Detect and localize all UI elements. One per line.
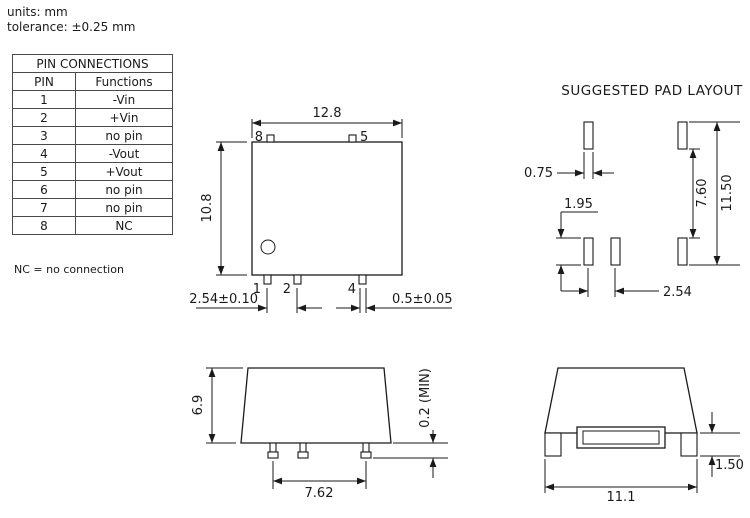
pad-pin2 [610,237,621,266]
pad-pin1 [583,237,594,266]
pad-length-dimension: 1.95 [556,197,598,291]
pad-pin8 [583,121,594,150]
pad-layout: SUGGESTED PAD LAYOUT 0.75 1.95 7.60 [524,83,743,300]
pad-pin4 [677,237,688,266]
pin-pitch-dim-label: 2.54±0.10 [189,292,258,307]
pin2-stub [293,274,302,285]
pin1-stub [263,274,272,285]
pad-width-dim-label: 0.75 [524,166,553,181]
package-outline-front [544,367,698,434]
function-cell: NC [75,216,173,235]
pin-width-dimension: 0.5±0.05 [336,288,453,313]
pad-pitch-dim-label: 2.54 [663,285,692,300]
row-span-dim-label: 7.60 [695,179,710,208]
pin8-label: 8 [255,130,263,145]
side-pin4 [362,442,370,453]
top-width-dim-label: 12.8 [313,106,342,121]
pad-pitch-dimension: 2.54 [561,268,692,300]
pin8-stub [266,134,275,143]
side-pin-span-dim-label: 7.62 [305,486,334,501]
front-left-foot [544,432,562,457]
top-height-dimension: 10.8 [200,141,247,276]
nc-note: NC = no connection [14,263,124,276]
table-row: 8 NC [12,216,173,235]
pin-connections-table: PIN CONNECTIONS PIN Functions 1 -Vin 2 +… [12,54,173,235]
front-view: 1.50 11.1 [544,367,744,505]
foot-height-dimension: 1.50 [700,412,744,477]
pad-pin5 [677,121,688,150]
pin4-stub [358,274,367,285]
function-cell: no pin [75,198,173,217]
standoff-dimension: 0.2 (MIN) [373,368,448,478]
pin4-label: 4 [348,282,356,297]
function-cell: -Vout [75,144,173,163]
side-pin-span-dimension: 7.62 [272,461,367,501]
side-pin1-foot [267,451,279,459]
package-outline-side [240,367,392,444]
pin5-label: 5 [360,130,368,145]
table-row: 3 no pin [12,126,173,145]
pin-pitch-dimension: 2.54±0.10 [189,288,322,313]
pin-width-dim-label: 0.5±0.05 [392,292,453,307]
pad-layout-title: SUGGESTED PAD LAYOUT [561,83,743,99]
connector-inner [582,430,660,445]
side-height-dimension: 6.9 [191,367,243,444]
table-row: 5 +Vout [12,162,173,181]
pin1-indicator [260,239,276,255]
standoff-dim-label: 0.2 (MIN) [418,368,433,428]
function-cell: no pin [75,180,173,199]
side-pin4-foot [360,451,372,459]
table-row: 6 no pin [12,180,173,199]
foot-height-dim-label: 1.50 [715,458,744,473]
top-view: 8 5 1 2 4 12.8 10.8 2.54±0.10 [189,106,453,313]
side-pin2-foot [297,451,309,459]
page-header: units: mm tolerance: ±0.25 mm [7,5,135,35]
top-width-dimension: 12.8 [251,106,403,138]
pad-length-dim-label: 1.95 [564,197,593,212]
package-outline-top [251,141,403,276]
pad-width-dimension: 0.75 [524,152,614,181]
front-right-foot [680,432,698,457]
front-width-dim-label: 11.1 [607,490,636,505]
overall-span-dim-label: 11.50 [720,174,735,211]
pin2-label: 2 [283,282,291,297]
pin5-stub [348,134,357,143]
side-pin1 [269,442,277,453]
function-cell: no pin [75,126,173,145]
side-height-dim-label: 6.9 [191,395,206,416]
front-width-dimension: 11.1 [544,459,698,505]
top-height-dim-label: 10.8 [200,194,215,223]
overall-span-dimension: 11.50 [689,121,740,266]
side-view: 6.9 0.2 (MIN) 7.62 [191,367,448,501]
tolerance-label: tolerance: ±0.25 mm [7,20,136,34]
units-label: units: mm [7,5,68,19]
connector-outer [576,426,666,449]
table-row: 7 no pin [12,198,173,217]
table-row: 4 -Vout [12,144,173,163]
pin1-label: 1 [253,282,261,297]
row-span-dimension: 7.60 [689,148,710,239]
side-pin2 [299,442,307,453]
